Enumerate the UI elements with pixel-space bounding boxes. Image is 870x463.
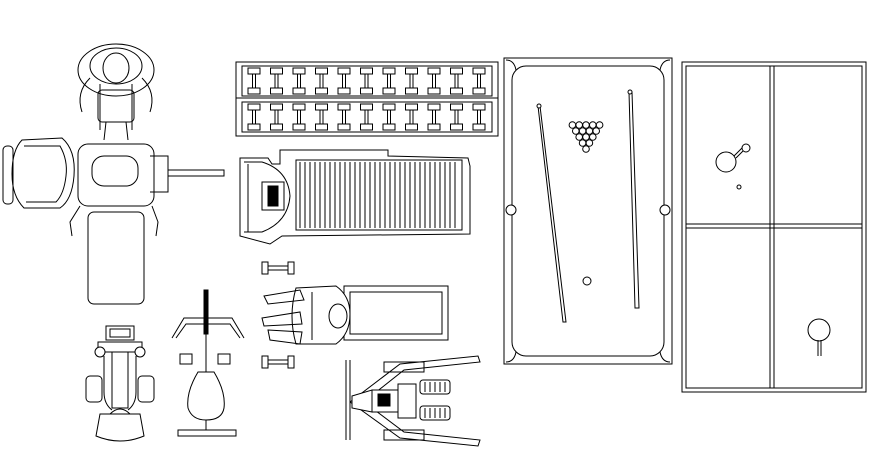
rack-dumbbell	[473, 68, 485, 94]
billiard-ball	[596, 122, 603, 129]
dumbbell	[262, 262, 294, 274]
rower-rail	[112, 352, 128, 408]
weight-stack	[188, 372, 225, 420]
rack-dumbbell	[338, 68, 350, 94]
billiard-ball	[593, 128, 600, 135]
user-figure-top	[78, 44, 154, 140]
user-on-bench	[262, 286, 350, 344]
bench-backrest	[88, 212, 144, 304]
rack-dumbbell	[383, 68, 395, 94]
bench-seat	[78, 144, 154, 206]
billiard-ball	[590, 134, 597, 141]
cable-column	[204, 290, 208, 334]
rack-dumbbell	[406, 104, 418, 130]
billiard-table	[504, 58, 672, 364]
rack-dumbbell	[361, 68, 373, 94]
flat-bench	[344, 286, 448, 340]
rack-dumbbell	[361, 104, 373, 130]
loose-dumbbells	[262, 262, 294, 368]
paddle-top	[716, 144, 750, 172]
rowing-machine	[86, 326, 154, 441]
rack-dumbbell	[473, 104, 485, 130]
rack-dumbbell	[428, 104, 440, 130]
foot-plate	[420, 380, 450, 394]
rack-dumbbell	[383, 104, 395, 130]
billiard-pockets	[506, 60, 670, 362]
dumbbell-bench-with-user	[262, 262, 448, 368]
rack-dumbbell	[248, 68, 260, 94]
foot-plates	[420, 380, 450, 420]
rack-dumbbell	[293, 68, 305, 94]
racked-balls	[569, 122, 603, 153]
rack-dumbbell	[451, 68, 463, 94]
seat-pad-left	[3, 138, 74, 208]
dumbbell-row-top	[248, 68, 485, 94]
cable-crossover-machine	[172, 290, 244, 436]
billiard-ball	[586, 140, 593, 147]
treadmill-belt	[300, 162, 455, 228]
rack-dumbbell	[451, 104, 463, 130]
paddle-bottom	[808, 319, 830, 356]
rack-dumbbell	[271, 104, 283, 130]
rack-dumbbell	[428, 68, 440, 94]
leg-press-machine	[346, 356, 480, 446]
weight-bench-with-user	[3, 44, 224, 304]
rack-dumbbell	[248, 104, 260, 130]
cue-ball	[583, 277, 591, 285]
rack-dumbbell	[316, 104, 328, 130]
rack-dumbbell	[316, 68, 328, 94]
dumbbell	[262, 356, 294, 368]
dumbbell-rack	[236, 62, 498, 136]
rack-dumbbell	[293, 104, 305, 130]
treadmill	[240, 150, 470, 244]
foot-plate	[420, 406, 450, 420]
rack-dumbbell	[338, 104, 350, 130]
cue-sticks	[537, 90, 639, 322]
table-tennis-table	[682, 62, 866, 392]
dumbbell-row-bottom	[248, 104, 485, 130]
rack-dumbbell	[406, 68, 418, 94]
handle-right	[218, 354, 230, 364]
billiard-ball	[583, 146, 590, 153]
table-tennis-ball	[737, 185, 741, 189]
rack-dumbbell	[271, 68, 283, 94]
handle-left	[180, 354, 192, 364]
